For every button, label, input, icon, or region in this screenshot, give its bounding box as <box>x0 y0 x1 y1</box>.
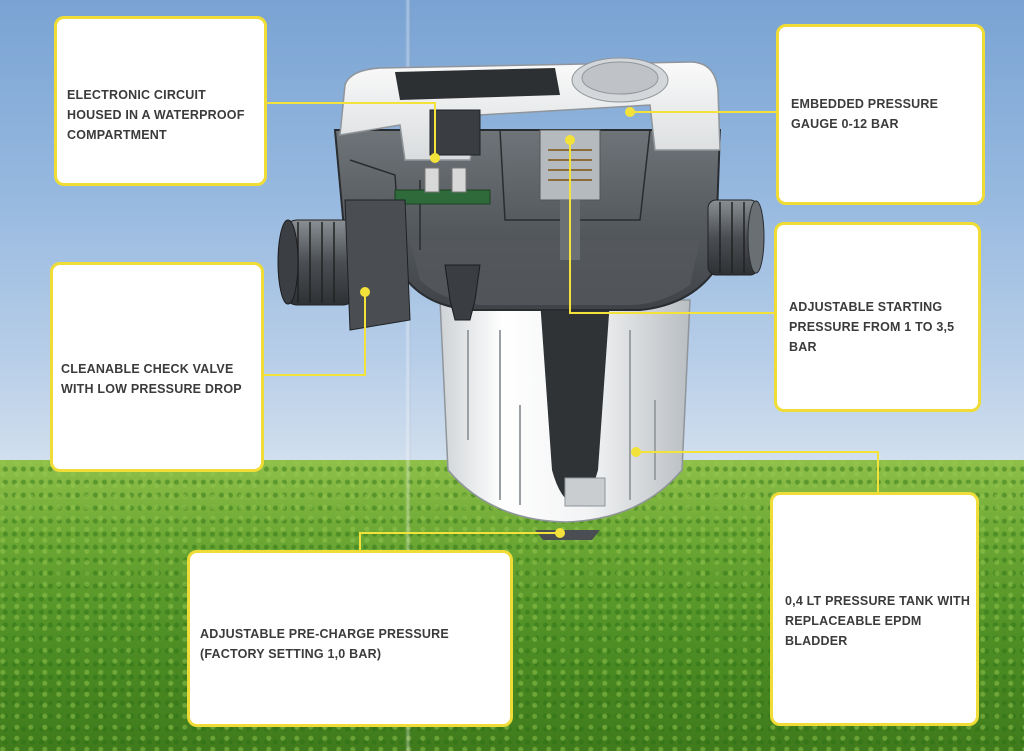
callout-electronic-circuit: ELECTRONIC CIRCUIT HOUSED IN A WATERPROO… <box>54 16 267 186</box>
callout-check-valve: CLEANABLE CHECK VALVE WITH LOW PRESSURE … <box>50 262 264 472</box>
outlet-fitting <box>707 199 765 276</box>
callout-pressure-tank: 0,4 LT PRESSURE TANK WITH REPLACEABLE EP… <box>770 492 979 726</box>
page-fold <box>405 0 411 751</box>
epdm-bladder <box>540 300 610 470</box>
callout-electronic-circuit-text: ELECTRONIC CIRCUIT HOUSED IN A WATERPROO… <box>67 88 245 142</box>
pressure-switch-spring <box>539 129 601 260</box>
callout-starting-pressure: ADJUSTABLE STARTING PRESSURE FROM 1 TO 3… <box>774 222 981 412</box>
callout-pressure-gauge-text: EMBEDDED PRESSURE GAUGE 0-12 BAR <box>791 97 939 131</box>
control-panel-window <box>395 68 560 100</box>
circuit-board <box>394 109 491 205</box>
leader-dots <box>360 107 641 538</box>
callout-pressure-gauge: EMBEDDED PRESSURE GAUGE 0-12 BAR <box>776 24 985 205</box>
inlet-fitting <box>277 199 411 331</box>
check-valve <box>444 264 481 321</box>
callout-precharge: ADJUSTABLE PRE-CHARGE PRESSURE (FACTORY … <box>187 550 513 727</box>
callout-pressure-tank-text: 0,4 LT PRESSURE TANK WITH REPLACEABLE EP… <box>785 594 971 648</box>
callout-check-valve-text: CLEANABLE CHECK VALVE WITH LOW PRESSURE … <box>61 362 242 396</box>
callout-precharge-text: ADJUSTABLE PRE-CHARGE PRESSURE (FACTORY … <box>200 627 449 661</box>
callout-starting-pressure-text: ADJUSTABLE STARTING PRESSURE FROM 1 TO 3… <box>789 300 955 354</box>
leader-lines <box>264 102 879 550</box>
pressure-tank <box>439 299 691 540</box>
